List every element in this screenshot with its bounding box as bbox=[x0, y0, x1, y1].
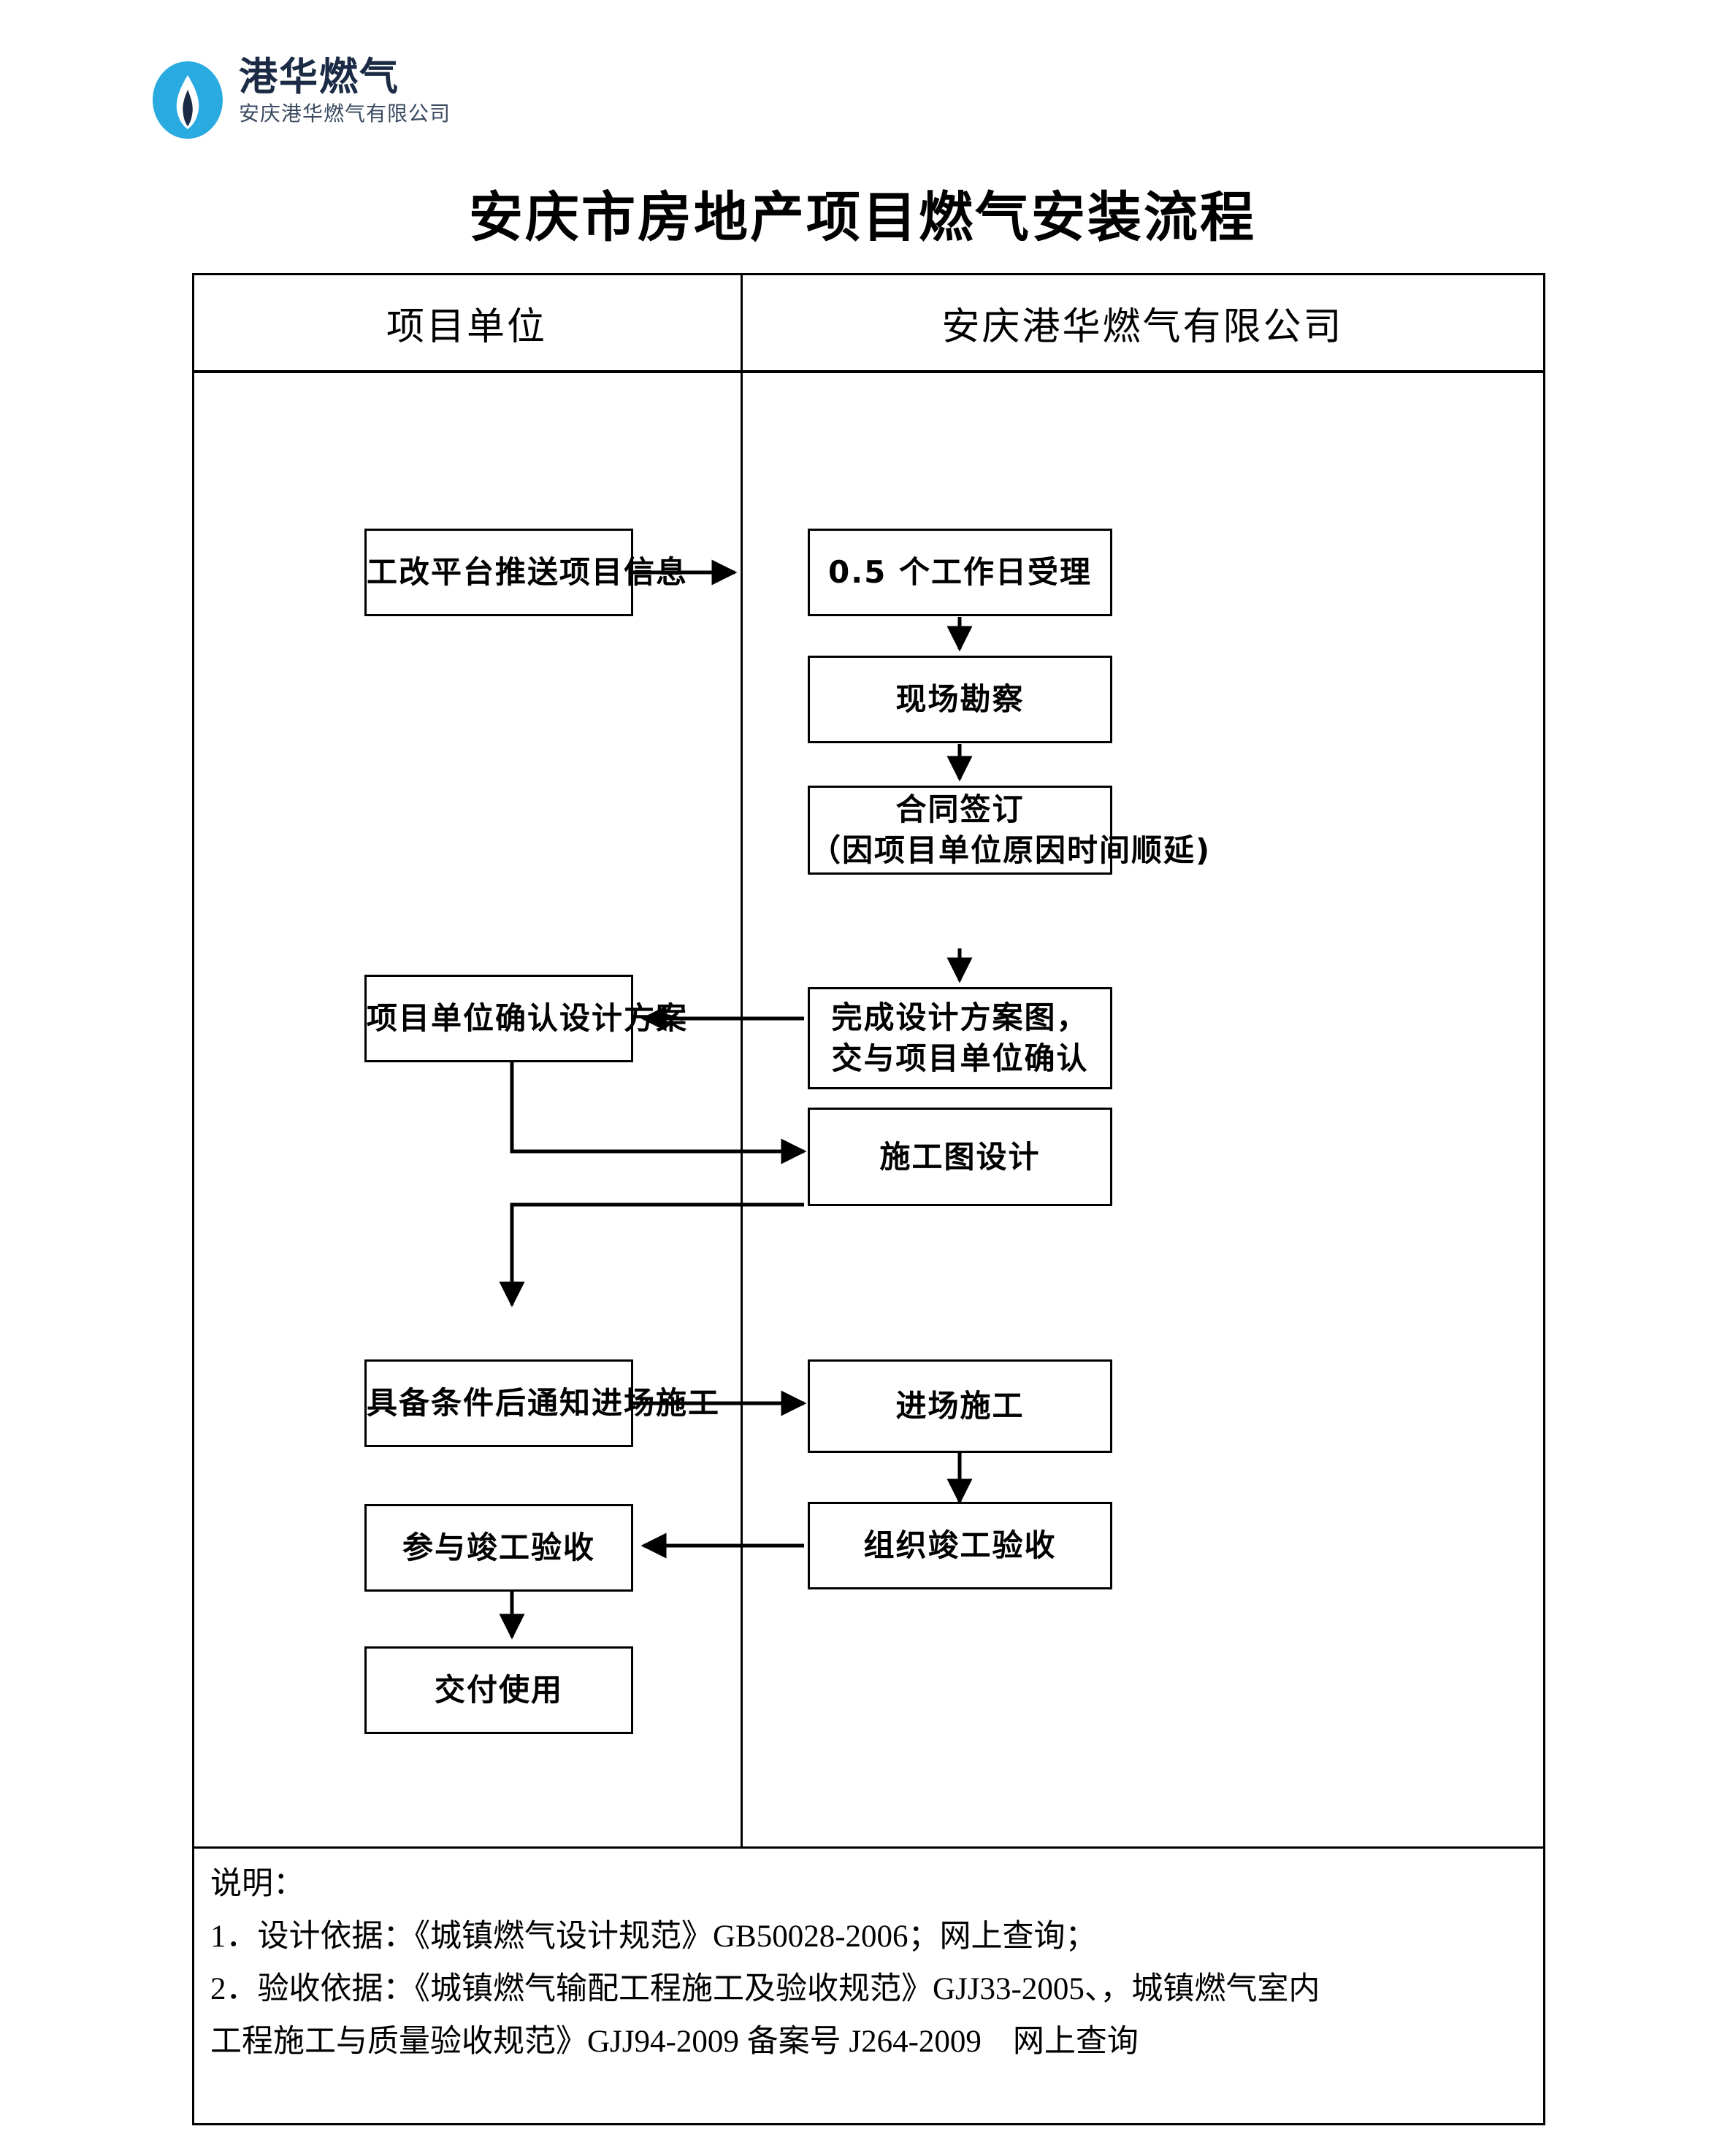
logo-text: 港华燃气 安庆港华燃气有限公司 bbox=[239, 55, 546, 150]
gas-flame-logo-icon bbox=[153, 61, 223, 139]
notes-line-3: 工程施工与质量验收规范》GJJ94-2009 备案号 J264-2009 网上查… bbox=[210, 2025, 1139, 2059]
node-label-line2: （因项目单位原因时间顺延) bbox=[810, 832, 1212, 868]
notes-line-1: 1．设计依据：《城镇燃气设计规范》GB50028-2006；网上查询； bbox=[210, 1919, 1097, 1954]
node-deliver-use[interactable]: 交付使用 bbox=[364, 1646, 633, 1734]
node-confirm-design[interactable]: 项目单位确认设计方案 bbox=[364, 975, 689, 1062]
node-construction-drawing[interactable]: 施工图设计 bbox=[808, 1108, 1112, 1206]
node-site-survey[interactable]: 现场勘察 bbox=[808, 656, 1112, 743]
node-label: 现场勘察 bbox=[895, 681, 1025, 717]
node-label: 0.5 个工作日受理 bbox=[827, 554, 1093, 590]
node-notify-entry[interactable]: 具备条件后通知进场施工 bbox=[364, 1359, 721, 1447]
company-logo: 港华燃气 安庆港华燃气有限公司 bbox=[150, 55, 559, 150]
node-enter-construction[interactable]: 进场施工 bbox=[808, 1359, 1112, 1453]
notes-heading: 说明： bbox=[210, 1867, 305, 1901]
node-push-project-info[interactable]: 工改平台推送项目信息 bbox=[364, 529, 689, 616]
swimlane-header-gas-company: 安庆港华燃气有限公司 bbox=[941, 306, 1344, 348]
swimlane-header-row: 项目单位 安庆港华燃气有限公司 bbox=[194, 275, 1543, 373]
node-label: 工改平台推送项目信息 bbox=[367, 554, 689, 590]
node-organize-acceptance[interactable]: 组织竣工验收 bbox=[808, 1502, 1112, 1589]
node-label: 施工图设计 bbox=[879, 1138, 1041, 1175]
node-label: 组织竣工验收 bbox=[863, 1527, 1057, 1563]
node-label-line1: 完成设计方案图， bbox=[831, 1000, 1089, 1035]
connector-drawing-to-notify bbox=[499, 1202, 804, 1308]
node-accept-half-day[interactable]: 0.5 个工作日受理 bbox=[808, 529, 1112, 616]
node-label: 进场施工 bbox=[895, 1388, 1025, 1424]
swimlane-header-project-unit: 项目单位 bbox=[386, 306, 547, 348]
node-label-line2: 交与项目单位确认 bbox=[831, 1040, 1089, 1076]
node-contract-sign[interactable]: 合同签订 （因项目单位原因时间顺延) bbox=[808, 786, 1212, 875]
notes-section: 说明： 1．设计依据：《城镇燃气设计规范》GB50028-2006；网上查询； … bbox=[210, 1858, 1525, 2068]
notes-separator bbox=[194, 1846, 1543, 1849]
node-label: 交付使用 bbox=[434, 1672, 563, 1708]
flowchart-frame: 项目单位 安庆港华燃气有限公司 bbox=[192, 273, 1545, 2125]
connector-confirm-to-drawing bbox=[510, 1062, 807, 1165]
node-label: 参与竣工验收 bbox=[402, 1530, 595, 1565]
node-join-acceptance[interactable]: 参与竣工验收 bbox=[364, 1504, 633, 1592]
notes-line-2: 2．验收依据：《城镇燃气输配工程施工及验收规范》GJJ33-2005、，城镇燃气… bbox=[210, 1972, 1320, 2006]
page-title: 安庆市房地产项目燃气安装流程 bbox=[469, 186, 1256, 249]
logo-brand-name: 港华燃气 bbox=[239, 55, 399, 99]
node-finish-design[interactable]: 完成设计方案图， 交与项目单位确认 bbox=[808, 987, 1112, 1089]
node-label: 项目单位确认设计方案 bbox=[367, 1000, 689, 1036]
swimlane-divider bbox=[741, 275, 743, 1849]
node-label: 具备条件后通知进场施工 bbox=[367, 1385, 721, 1421]
logo-company-name: 安庆港华燃气有限公司 bbox=[239, 101, 451, 126]
node-label-line1: 合同签订 bbox=[895, 791, 1025, 827]
